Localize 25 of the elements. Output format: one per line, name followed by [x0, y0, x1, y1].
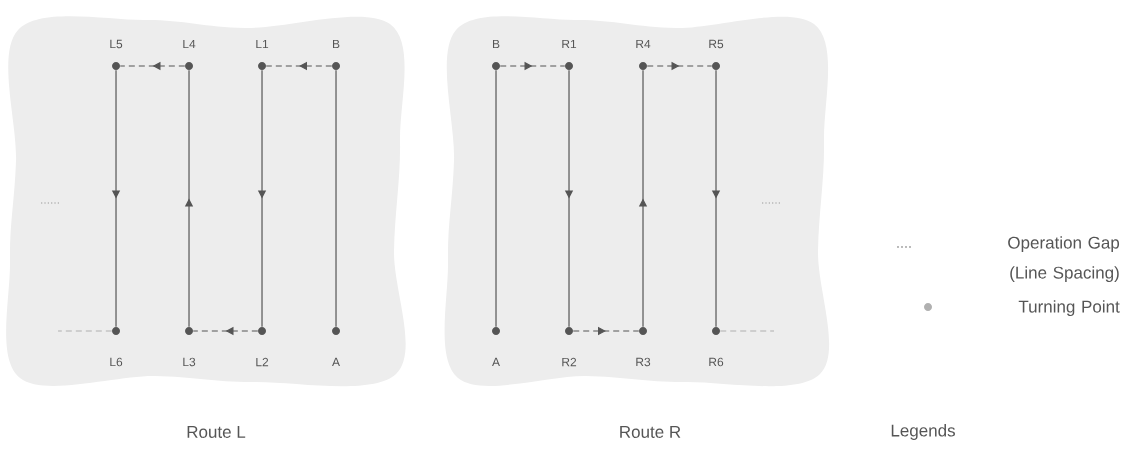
point-label: A [332, 357, 340, 367]
point-label: L1 [256, 39, 269, 49]
point-label: R1 [562, 39, 577, 49]
point-label: R4 [636, 39, 651, 49]
point-label: R3 [636, 357, 651, 367]
point-label: B [493, 39, 500, 49]
ellipsis-mark: ...... [41, 202, 59, 204]
point-label: L3 [183, 357, 196, 367]
point-label: A [492, 357, 500, 367]
point-label: R5 [709, 39, 724, 49]
panel-caption: Route L [187, 426, 246, 438]
point-label: L5 [110, 39, 123, 49]
point-label: B [333, 39, 340, 49]
point-label: R6 [709, 357, 724, 367]
point-label: R2 [562, 357, 577, 367]
point-label: L2 [256, 357, 269, 367]
section-heading: Legends [891, 424, 955, 440]
route-line [495, 69, 497, 328]
panel-caption: Route R [620, 426, 681, 438]
point-label: L4 [183, 39, 196, 49]
route-line [335, 69, 337, 328]
legend-text: Operation Gap (Line Spacing) [1008, 236, 1120, 283]
ellipsis-mark: ...... [762, 202, 780, 204]
legend-text: Turning Point [1018, 300, 1120, 317]
point-label: L6 [110, 357, 123, 367]
